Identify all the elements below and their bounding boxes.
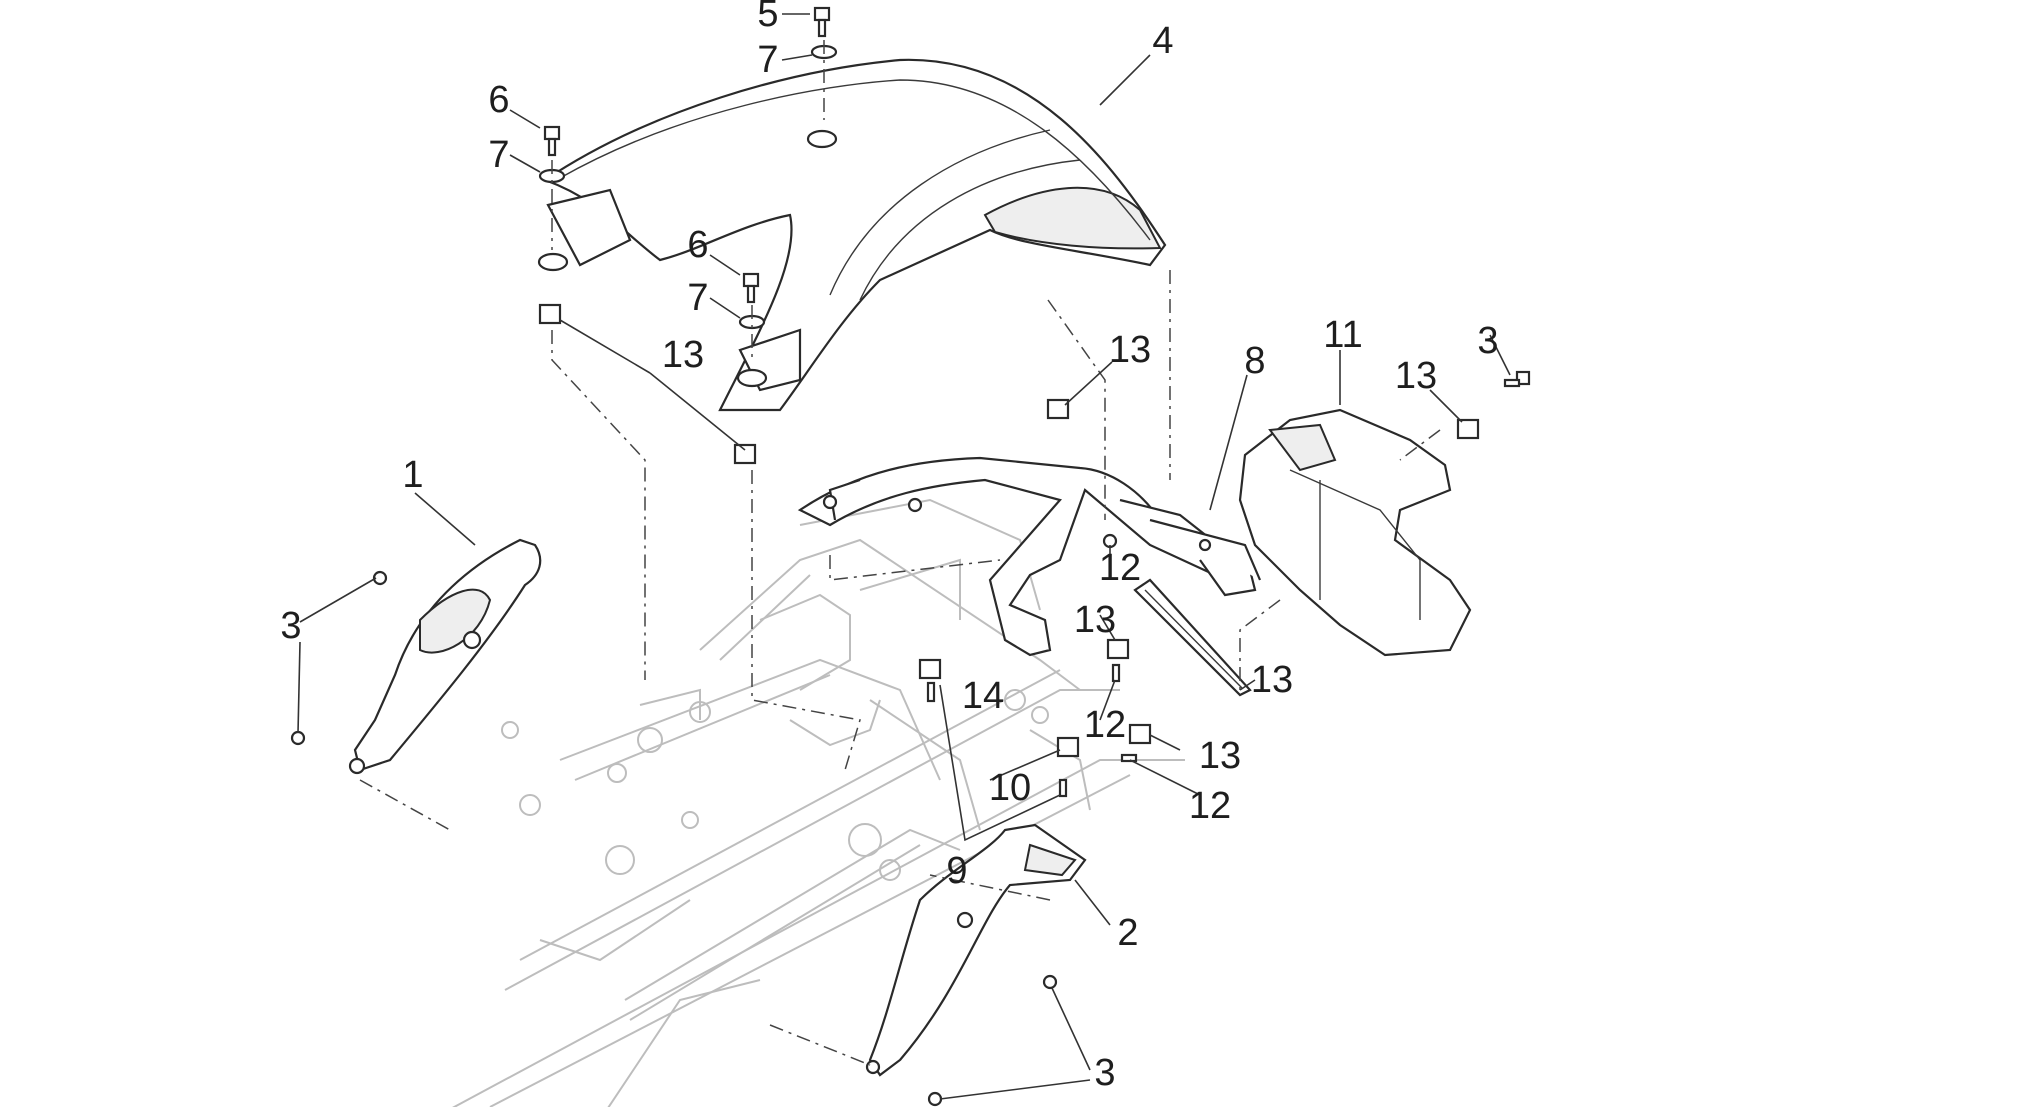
callout-2: 2 (1117, 912, 1138, 954)
callout-6: 6 (687, 224, 708, 266)
callout-8: 8 (1244, 340, 1265, 382)
callout-13: 13 (1074, 599, 1116, 641)
callout-10: 10 (989, 767, 1031, 809)
right-side-cover-part (865, 823, 1087, 1077)
left-side-cover-part (348, 538, 542, 775)
callout-13: 13 (1199, 735, 1241, 777)
frame-outline (452, 498, 1185, 1107)
fasteners (290, 6, 1531, 1107)
callout-4: 4 (1152, 20, 1173, 62)
callout-6: 6 (488, 79, 509, 121)
callout-7: 7 (757, 39, 778, 81)
callout-labels: 5 7 4 6 7 6 7 13 13 8 11 3 13 1 3 12 13 … (280, 0, 1498, 1094)
callout-3: 3 (280, 605, 301, 647)
callout-7: 7 (488, 134, 509, 176)
callout-7: 7 (687, 277, 708, 319)
callout-3: 3 (1094, 1052, 1115, 1094)
callout-13: 14 (962, 675, 1004, 717)
callout-11: 11 (1323, 314, 1362, 356)
side-bracket-part (1238, 408, 1472, 657)
callout-14: 13 (1251, 659, 1293, 701)
callout-3: 3 (1477, 320, 1498, 362)
callout-1: 1 (402, 454, 423, 496)
callout-12: 12 (1099, 547, 1141, 589)
rear-carrier-frame-part (797, 456, 1262, 657)
callout-13: 13 (1395, 355, 1437, 397)
callout-12: 12 (1189, 785, 1231, 827)
callout-5: 5 (757, 0, 778, 35)
rear-fender-part (537, 58, 1167, 412)
leader-lines (297, 13, 1511, 1100)
callout-13: 13 (662, 334, 704, 376)
plate-strip-part (1133, 578, 1252, 697)
assembly-lines (359, 40, 1441, 1066)
callout-13: 13 (1109, 329, 1151, 371)
callout-12: 12 (1084, 704, 1126, 746)
callout-9: 9 (946, 850, 967, 892)
